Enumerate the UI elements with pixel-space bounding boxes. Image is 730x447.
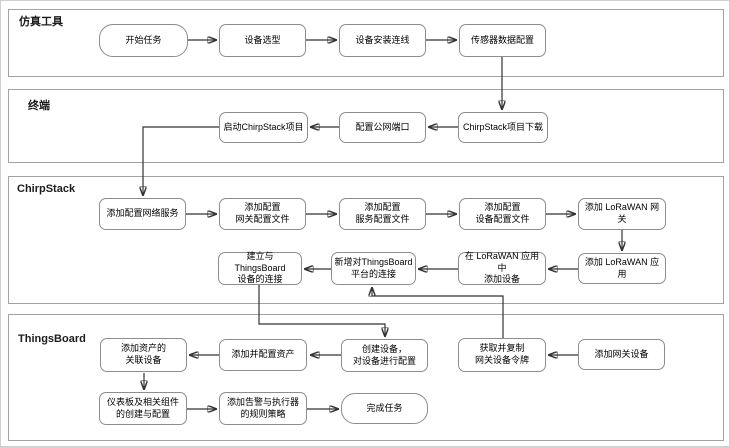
node-chirpstack-project-download: ChirpStack项目下载	[458, 112, 548, 143]
node-add-thingsboard-platform-connection: 新增对ThingsBoard 平台的连接	[331, 252, 416, 285]
node-launch-chirpstack-project: 启动ChirpStack项目	[219, 112, 308, 143]
node-sensor-data-config: 传感器数据配置	[459, 24, 546, 57]
node-configure-public-port: 配置公网端口	[339, 112, 426, 143]
node-create-and-configure-device: 创建设备， 对设备进行配置	[341, 339, 428, 372]
edge-tb-device-connection-to-create-device	[258, 285, 385, 337]
node-add-gateway-config-file: 添加配置 网关配置文件	[219, 198, 306, 230]
node-add-device-in-lorawan-app: 在 LoRaWAN 应用中 添加设备	[458, 251, 546, 285]
node-add-gateway-device: 添加网关设备	[578, 339, 665, 370]
node-add-network-service-config: 添加配置网络服务	[99, 198, 186, 230]
node-add-device-config-file: 添加配置 设备配置文件	[459, 198, 546, 230]
node-device-install-wiring: 设备安装连线	[339, 24, 426, 57]
lane-label-thingsboard: ThingsBoard	[18, 333, 86, 345]
node-dashboard-components-creation: 仪表板及相关组件 的创建与配置	[99, 392, 187, 425]
edge-launch-to-network-service	[143, 126, 219, 196]
node-establish-thingsboard-device-connection: 建立与ThingsBoard 设备的连接	[218, 251, 302, 285]
edge-gateway-token-to-tb-platform-connection	[372, 287, 504, 338]
node-device-selection: 设备选型	[219, 24, 306, 57]
node-add-service-config-file: 添加配置 服务配置文件	[339, 198, 426, 230]
node-add-asset-related-device: 添加资产的 关联设备	[100, 338, 187, 372]
node-start-task: 开始任务	[99, 24, 188, 57]
lane-label-terminal: 终端	[28, 100, 50, 112]
lane-label-chirpstack: ChirpStack	[17, 183, 76, 195]
node-add-lorawan-gateway: 添加 LoRaWAN 网关	[578, 198, 666, 230]
node-finish-task: 完成任务	[341, 393, 428, 424]
node-get-copy-gateway-token: 获取并复制 网关设备令牌	[458, 338, 546, 372]
node-add-lorawan-application: 添加 LoRaWAN 应用	[578, 253, 666, 284]
lane-label-simulation-tool: 仿真工具	[19, 16, 63, 28]
node-add-alarm-actuator-rules: 添加告警与执行器 的规则策略	[219, 392, 307, 425]
node-add-and-configure-asset: 添加并配置资产	[219, 339, 307, 371]
